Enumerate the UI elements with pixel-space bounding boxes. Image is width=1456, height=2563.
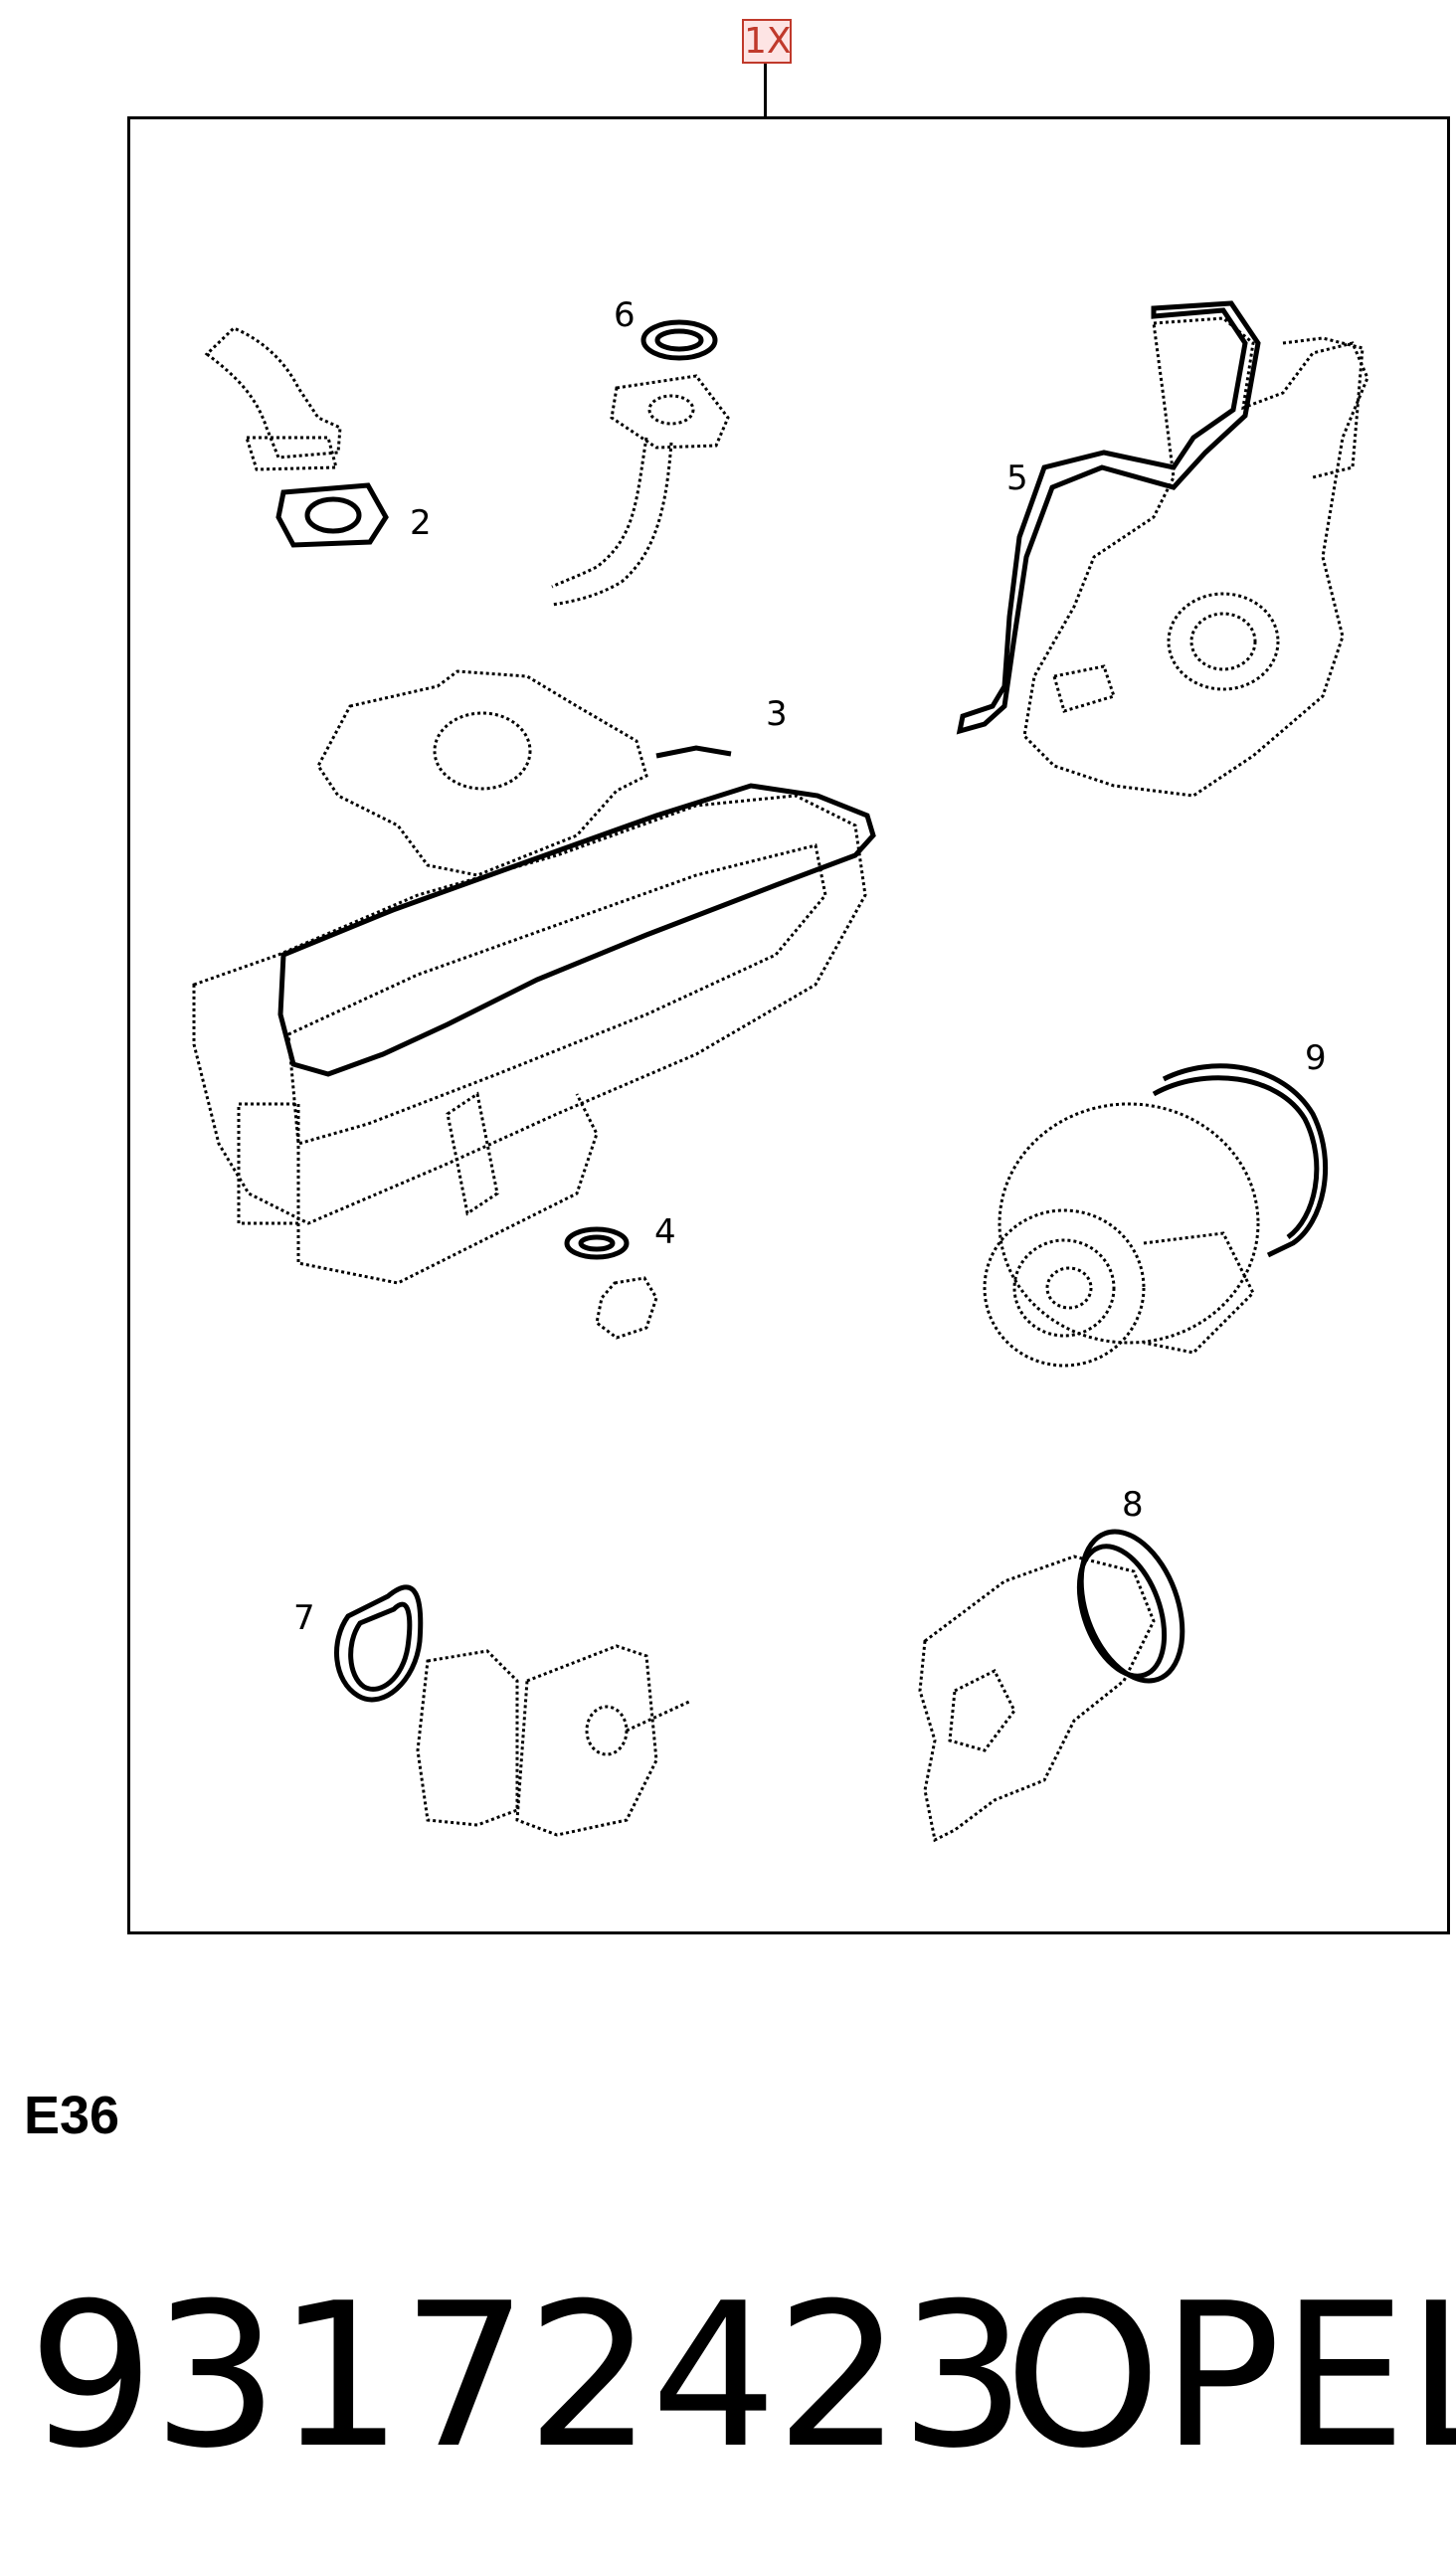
part-label-3: 3 — [766, 694, 788, 734]
part-label-2: 2 — [410, 503, 432, 543]
water-pump-o-ring — [1152, 1063, 1329, 1258]
diagram-frame — [127, 116, 1450, 1934]
drain-plug-seal — [564, 1226, 630, 1260]
part-label-4: 4 — [654, 1212, 676, 1252]
front-cover-gasket — [956, 300, 1261, 735]
oil-pickup-pipe — [204, 326, 342, 471]
drain-plug — [595, 1276, 658, 1340]
part-label-9: 9 — [1305, 1038, 1327, 1078]
pickup-flange-gasket — [275, 482, 389, 548]
badge-connector-line — [764, 64, 767, 117]
oil-pan-baffle — [316, 669, 648, 877]
part-label-6: 6 — [614, 295, 636, 335]
thermostat-seal — [334, 1584, 424, 1703]
crankshaft-rear-seal — [1076, 1529, 1185, 1684]
part-number: 93172423 — [28, 2261, 1026, 2492]
section-code: E36 — [24, 2086, 120, 2145]
part-label-8: 8 — [1122, 1485, 1144, 1525]
dipstick-seal — [640, 319, 718, 361]
quantity-badge: 1X — [742, 19, 792, 64]
dipstick-tube — [551, 374, 730, 607]
brand-name: OPEL — [1004, 2261, 1456, 2492]
crankshaft — [918, 1555, 1156, 1843]
part-label-5: 5 — [1006, 458, 1028, 498]
part-label-7: 7 — [293, 1598, 315, 1638]
oil-pan-gasket — [277, 745, 876, 1077]
thermostat-housing — [416, 1644, 692, 1837]
front-cover — [1022, 316, 1369, 798]
oil-pan — [192, 794, 867, 1285]
water-pump — [983, 1102, 1260, 1368]
